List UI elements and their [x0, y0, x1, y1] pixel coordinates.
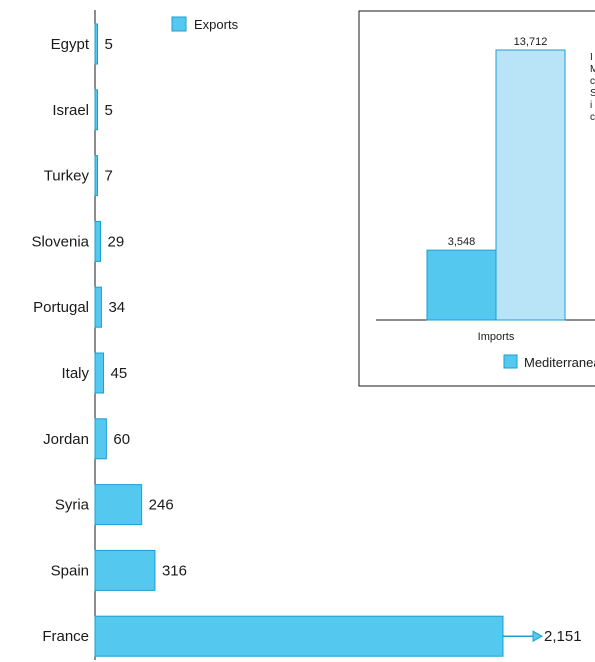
inset-value-label-2: 13,712	[514, 36, 548, 48]
category-label-spain: Spain	[51, 562, 89, 579]
inset-note-line: i	[590, 100, 592, 111]
category-label-italy: Italy	[61, 365, 89, 382]
category-label-slovenia: Slovenia	[31, 233, 89, 250]
legend-swatch-mediterranean	[503, 354, 518, 369]
value-label-egypt: 5	[105, 36, 113, 53]
bar-france	[94, 615, 504, 657]
legend-label-exports: Exports	[194, 17, 239, 32]
inset-note-line: c	[590, 112, 595, 123]
inset-bars: 3,548 13,712	[426, 36, 566, 321]
bar-jordan	[94, 418, 107, 460]
category-label-portugal: Portugal	[33, 299, 89, 316]
bar-portugal	[94, 286, 102, 328]
category-label-syria: Syria	[55, 497, 90, 514]
main-bars	[94, 23, 544, 657]
value-label-israel: 5	[105, 102, 113, 119]
category-label-egypt: Egypt	[51, 36, 90, 53]
value-label-jordan: 60	[113, 431, 130, 448]
value-label-syria: 246	[149, 497, 174, 514]
inset-note-line: S	[590, 88, 595, 99]
value-label-france: 2,151	[544, 628, 582, 645]
inset-tick-label-imports: Imports	[478, 331, 515, 343]
value-label-portugal: 34	[108, 299, 125, 316]
inset-note-line: M	[590, 64, 595, 75]
bar-syria	[94, 484, 143, 526]
bar-israel	[94, 89, 98, 131]
bar-italy	[94, 352, 105, 394]
inset-note-line: I	[590, 52, 593, 63]
inset-frame	[358, 10, 595, 387]
bar-turkey	[94, 155, 98, 197]
value-label-spain: 316	[162, 562, 187, 579]
category-label-turkey: Turkey	[44, 168, 90, 185]
overflow-arrow-head	[532, 630, 544, 643]
value-label-italy: 45	[111, 365, 128, 382]
inset-bar-2	[495, 49, 566, 321]
bar-slovenia	[94, 220, 102, 262]
category-label-israel: Israel	[52, 102, 89, 119]
inset-bar-1	[426, 249, 497, 321]
main-legend: Exports	[171, 16, 239, 32]
inset-note-line: c	[590, 76, 595, 87]
category-label-france: France	[42, 628, 89, 645]
value-label-turkey: 7	[105, 168, 113, 185]
legend-label-mediterranean: Mediterranean	[524, 355, 595, 370]
bar-spain	[94, 549, 156, 591]
inset-value-label-1: 3,548	[448, 236, 476, 248]
bar-egypt	[94, 23, 98, 65]
legend-swatch-exports	[171, 16, 187, 32]
category-label-jordan: Jordan	[43, 431, 89, 448]
value-label-slovenia: 29	[108, 233, 125, 250]
